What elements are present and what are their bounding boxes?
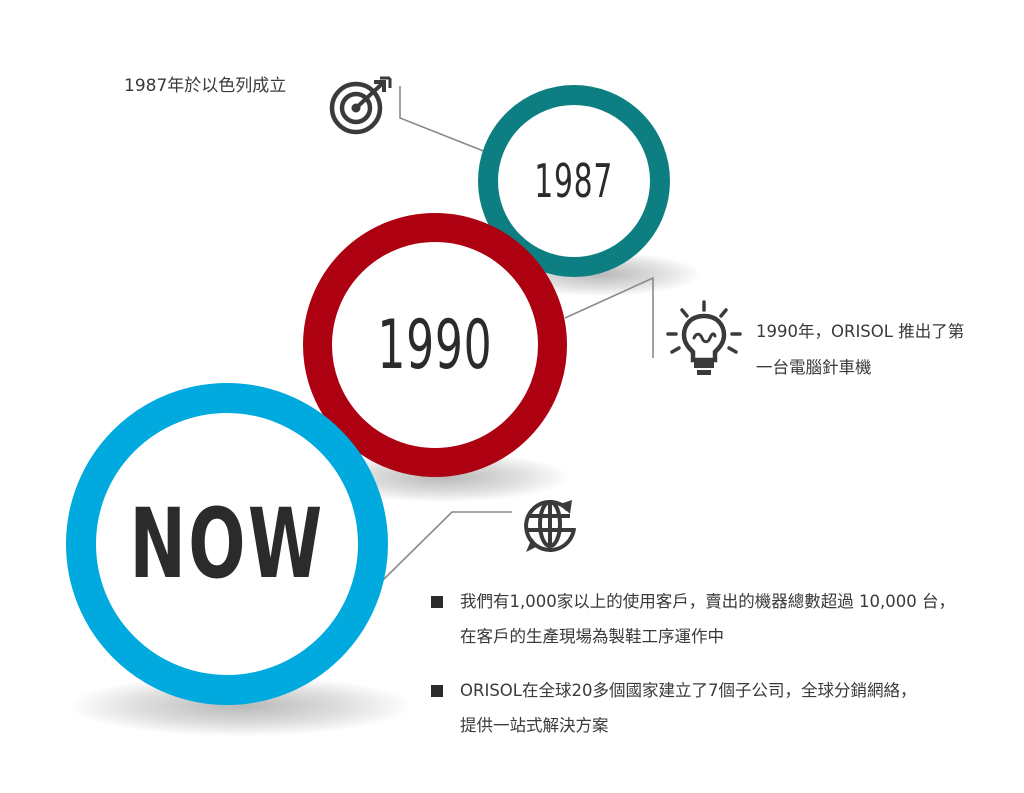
caption-1990-line1: 1990年，ORISOL 推出了第: [756, 322, 965, 341]
now-bullet-2-line2: 提供一站式解決方案: [460, 716, 609, 735]
year-1990-label: 1990: [377, 305, 493, 385]
now-label: NOW: [129, 488, 325, 600]
now-bullet-1-line1: 我們有1,000家以上的使用客戶，賣出的機器總數超過 10,000 台，: [460, 592, 955, 611]
bullet-marker: [431, 685, 443, 697]
globe-refresh-icon: [524, 499, 576, 552]
year-1987-label: 1987: [534, 154, 614, 208]
connector-now: [382, 511, 512, 581]
caption-1990-line2: 一台電腦針車機: [756, 358, 872, 377]
target-icon: [329, 76, 392, 135]
now-bullet-1-line2: 在客戶的生產現場為製鞋工序運作中: [460, 627, 724, 646]
circle-now: NOW: [66, 383, 388, 705]
bullet-marker: [431, 596, 443, 608]
connector-1990: [564, 276, 654, 358]
now-bullet-2-line1: ORISOL在全球20多個國家建立了7個子公司，全球分銷網絡，: [460, 681, 917, 700]
caption-1987: 1987年於以色列成立: [124, 76, 287, 96]
connector-1987: [399, 86, 487, 153]
lightbulb-icon: [666, 300, 742, 375]
